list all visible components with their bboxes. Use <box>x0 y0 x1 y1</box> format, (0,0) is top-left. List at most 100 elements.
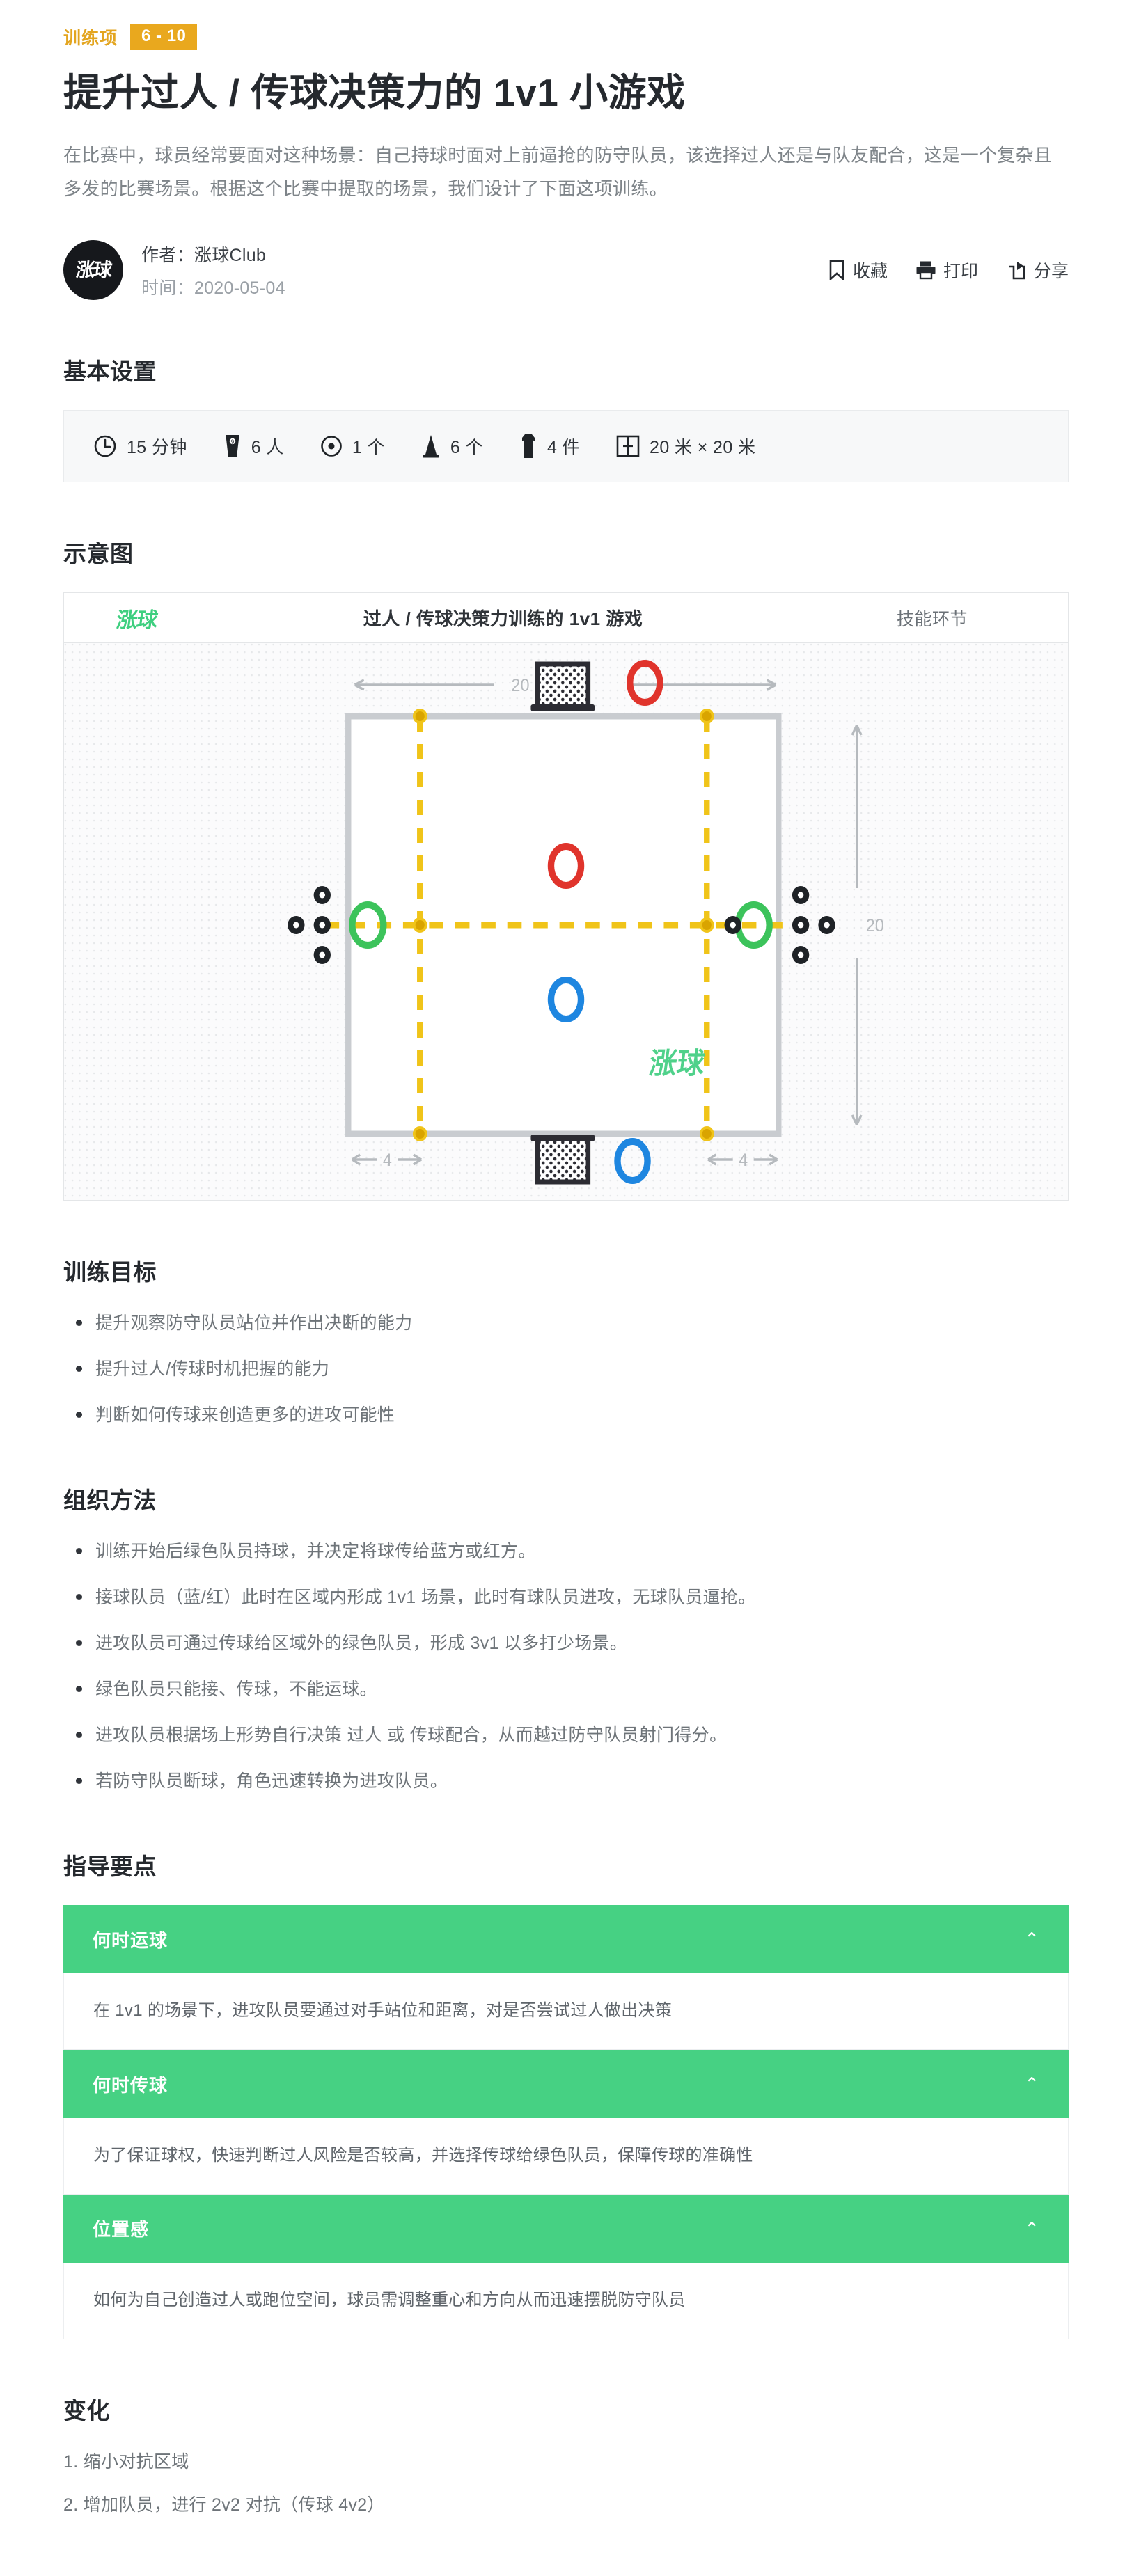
category-label: 训练项 <box>63 28 118 48</box>
avatar: 涨球 <box>63 240 123 301</box>
accordion-title: 位置感 <box>93 2219 150 2241</box>
dim-right-height-label: 20 <box>866 917 884 936</box>
goal-bottom-icon <box>530 1135 595 1185</box>
ball-icon <box>320 435 343 457</box>
player-icon: 9 <box>223 434 242 459</box>
author-block: 涨球 作者：涨球Club 时间：2020-05-04 <box>63 240 285 301</box>
setting-field-value: 20 米 × 20 米 <box>650 438 756 458</box>
setting-cones-value: 6 个 <box>450 438 483 458</box>
list-item: 若防守队员断球，角色迅速转换为进攻队员。 <box>76 1767 1069 1795</box>
list-item: 提升观察防守队员站位并作出决断的能力 <box>76 1309 1069 1337</box>
diagram-card: 涨球 过人 / 传球决策力训练的 1v1 游戏 技能环节 <box>63 592 1069 1201</box>
diagram-title: 过人 / 传球决策力训练的 1v1 游戏 <box>210 593 796 643</box>
list-item: 进攻队员可通过传球给区域外的绿色队员，形成 3v1 以多打少场景。 <box>76 1629 1069 1657</box>
accordion-title: 何时运球 <box>93 1929 168 1951</box>
basic-settings-heading: 基本设置 <box>63 358 157 385</box>
print-label: 打印 <box>943 262 978 282</box>
player-blue <box>547 977 651 1185</box>
setting-bibs: 4 件 <box>519 433 580 459</box>
accordion-item-pass: 何时传球 ⌃ 为了保证球权，快速判断过人风险是否较高，并选择传球给绿色队员，保障… <box>63 2050 1069 2195</box>
dim-bottom-right-label: 4 <box>739 1151 748 1171</box>
variations-list: 1. 缩小对抗区域 2. 增加队员，进行 2v2 对抗（传球 4v2） <box>63 2448 1069 2519</box>
setting-balls-value: 1 个 <box>352 438 385 458</box>
accordion-title: 何时传球 <box>93 2074 168 2096</box>
diagram-canvas: 20 20 4 <box>64 643 1068 1201</box>
chevron-up-icon[interactable]: ⌃ <box>1024 2218 1039 2239</box>
goal-top-icon <box>530 661 595 712</box>
share-label: 分享 <box>1033 262 1069 282</box>
dim-right-height <box>851 725 863 1126</box>
bookmark-icon <box>828 260 846 281</box>
category-row: 训练项 6 - 10 <box>63 0 1069 50</box>
bib-icon <box>519 433 537 459</box>
setting-field: 20 米 × 20 米 <box>616 434 755 459</box>
organization-heading: 组织方法 <box>63 1487 157 1514</box>
accordion-body: 如何为自己创造过人或跑位空间，球员需调整重心和方向从而迅速摆脱防守队员 <box>63 2262 1069 2339</box>
diagram-heading: 示意图 <box>63 541 134 567</box>
list-item: 判断如何传球来创造更多的进攻可能性 <box>76 1401 1069 1429</box>
setting-duration-value: 15 分钟 <box>127 438 187 458</box>
setting-players-value: 6 人 <box>251 438 284 458</box>
chevron-up-icon[interactable]: ⌃ <box>1024 1929 1039 1950</box>
list-item: 接球队员（蓝/红）此时在区域内形成 1v1 场景，此时有球队员进攻，无球队员逼抢… <box>76 1583 1069 1611</box>
author-name: 作者：涨球Club <box>141 245 267 265</box>
dim-bottom-left <box>352 1153 422 1166</box>
list-item: 训练开始后绿色队员持球，并决定将球传给蓝方或红方。 <box>76 1538 1069 1565</box>
clock-icon <box>93 434 117 458</box>
training-goals-heading: 训练目标 <box>63 1259 157 1286</box>
publish-date: 时间：2020-05-04 <box>141 278 285 298</box>
coaching-points-heading: 指导要点 <box>63 1854 157 1880</box>
accordion-item-dribble: 何时运球 ⌃ 在 1v1 的场景下，进攻队员要通过对手站位和距离，对是否尝试过人… <box>63 1905 1069 2050</box>
setting-balls: 1 个 <box>320 434 385 459</box>
player-red <box>547 660 663 890</box>
coaching-points-accordion: 何时运球 ⌃ 在 1v1 的场景下，进攻队员要通过对手站位和距离，对是否尝试过人… <box>63 1905 1069 2339</box>
dim-bottom-right <box>707 1153 778 1166</box>
share-button[interactable]: 分享 <box>1006 258 1069 283</box>
dim-top-width-label: 20 <box>511 677 529 696</box>
cone-markers <box>412 709 714 1142</box>
bookmark-button[interactable]: 收藏 <box>828 258 888 283</box>
chevron-up-icon[interactable]: ⌃ <box>1024 2073 1039 2095</box>
ball-cluster-right <box>724 886 835 965</box>
list-item: 提升过人/传球时机把握的能力 <box>76 1355 1069 1383</box>
accordion-body: 在 1v1 的场景下，进攻队员要通过对手站位和距离，对是否尝试过人做出决策 <box>63 1973 1069 2050</box>
pitch-watermark: 涨球 <box>647 1047 707 1080</box>
list-item: 绿色队员只能接、传球，不能运球。 <box>76 1675 1069 1703</box>
setting-cones: 6 个 <box>421 434 483 459</box>
diagram-header: 涨球 过人 / 传球决策力训练的 1v1 游戏 技能环节 <box>64 593 1068 644</box>
print-button[interactable]: 打印 <box>915 258 978 283</box>
accordion-item-positioning: 位置感 ⌃ 如何为自己创造过人或跑位空间，球员需调整重心和方向从而迅速摆脱防守队… <box>63 2194 1069 2339</box>
list-item: 2. 增加队员，进行 2v2 对抗（传球 4v2） <box>63 2495 385 2515</box>
avatar-label: 涨球 <box>74 259 112 280</box>
variations-heading: 变化 <box>63 2397 110 2424</box>
accordion-header-pass[interactable]: 何时传球 ⌃ <box>63 2050 1069 2119</box>
field-icon <box>616 434 640 458</box>
training-goals-list: 提升观察防守队员站位并作出决断的能力 提升过人/传球时机把握的能力 判断如何传球… <box>63 1309 1069 1429</box>
dim-top-width <box>354 679 777 691</box>
cone-icon <box>421 434 441 459</box>
diagram-logo-label: 涨球 <box>115 608 159 632</box>
list-item: 1. 缩小对抗区域 <box>63 2451 189 2472</box>
ball-cluster-left <box>288 886 331 965</box>
print-icon <box>915 260 936 280</box>
meta-actions: 收藏 打印 <box>828 258 1069 283</box>
setting-bibs-value: 4 件 <box>547 438 581 458</box>
setting-duration: 15 分钟 <box>93 434 187 459</box>
meta-row: 涨球 作者：涨球Club 时间：2020-05-04 收藏 <box>63 240 1069 301</box>
diagram-phase: 技能环节 <box>896 609 968 629</box>
organization-list: 训练开始后绿色队员持球，并决定将球传给蓝方或红方。 接球队员（蓝/红）此时在区域… <box>63 1538 1069 1795</box>
list-item: 进攻队员根据场上形势自行决策 过人 或 传球配合，从而越过防守队员射门得分。 <box>76 1721 1069 1749</box>
dim-bottom-left-label: 4 <box>383 1151 392 1171</box>
accordion-body: 为了保证球权，快速判断过人风险是否较高，并选择传球给绿色队员，保障传球的准确性 <box>63 2118 1069 2195</box>
intro-paragraph: 在比赛中，球员经常要面对这种场景：自己持球时面对上前逼抢的防守队员，该选择过人还… <box>63 145 1053 200</box>
setting-players: 9 6 人 <box>223 434 284 459</box>
page-title: 提升过人 / 传球决策力的 1v1 小游戏 <box>63 70 686 114</box>
share-icon <box>1006 260 1027 280</box>
svg-text:9: 9 <box>231 439 235 445</box>
pitch-svg: 20 20 4 <box>64 643 1068 1201</box>
bookmark-label: 收藏 <box>852 262 888 282</box>
accordion-header-positioning[interactable]: 位置感 ⌃ <box>63 2194 1069 2263</box>
accordion-header-dribble[interactable]: 何时运球 ⌃ <box>63 1905 1069 1974</box>
diagram-logo: 涨球 <box>64 593 210 642</box>
age-badge: 6 - 10 <box>130 24 198 50</box>
